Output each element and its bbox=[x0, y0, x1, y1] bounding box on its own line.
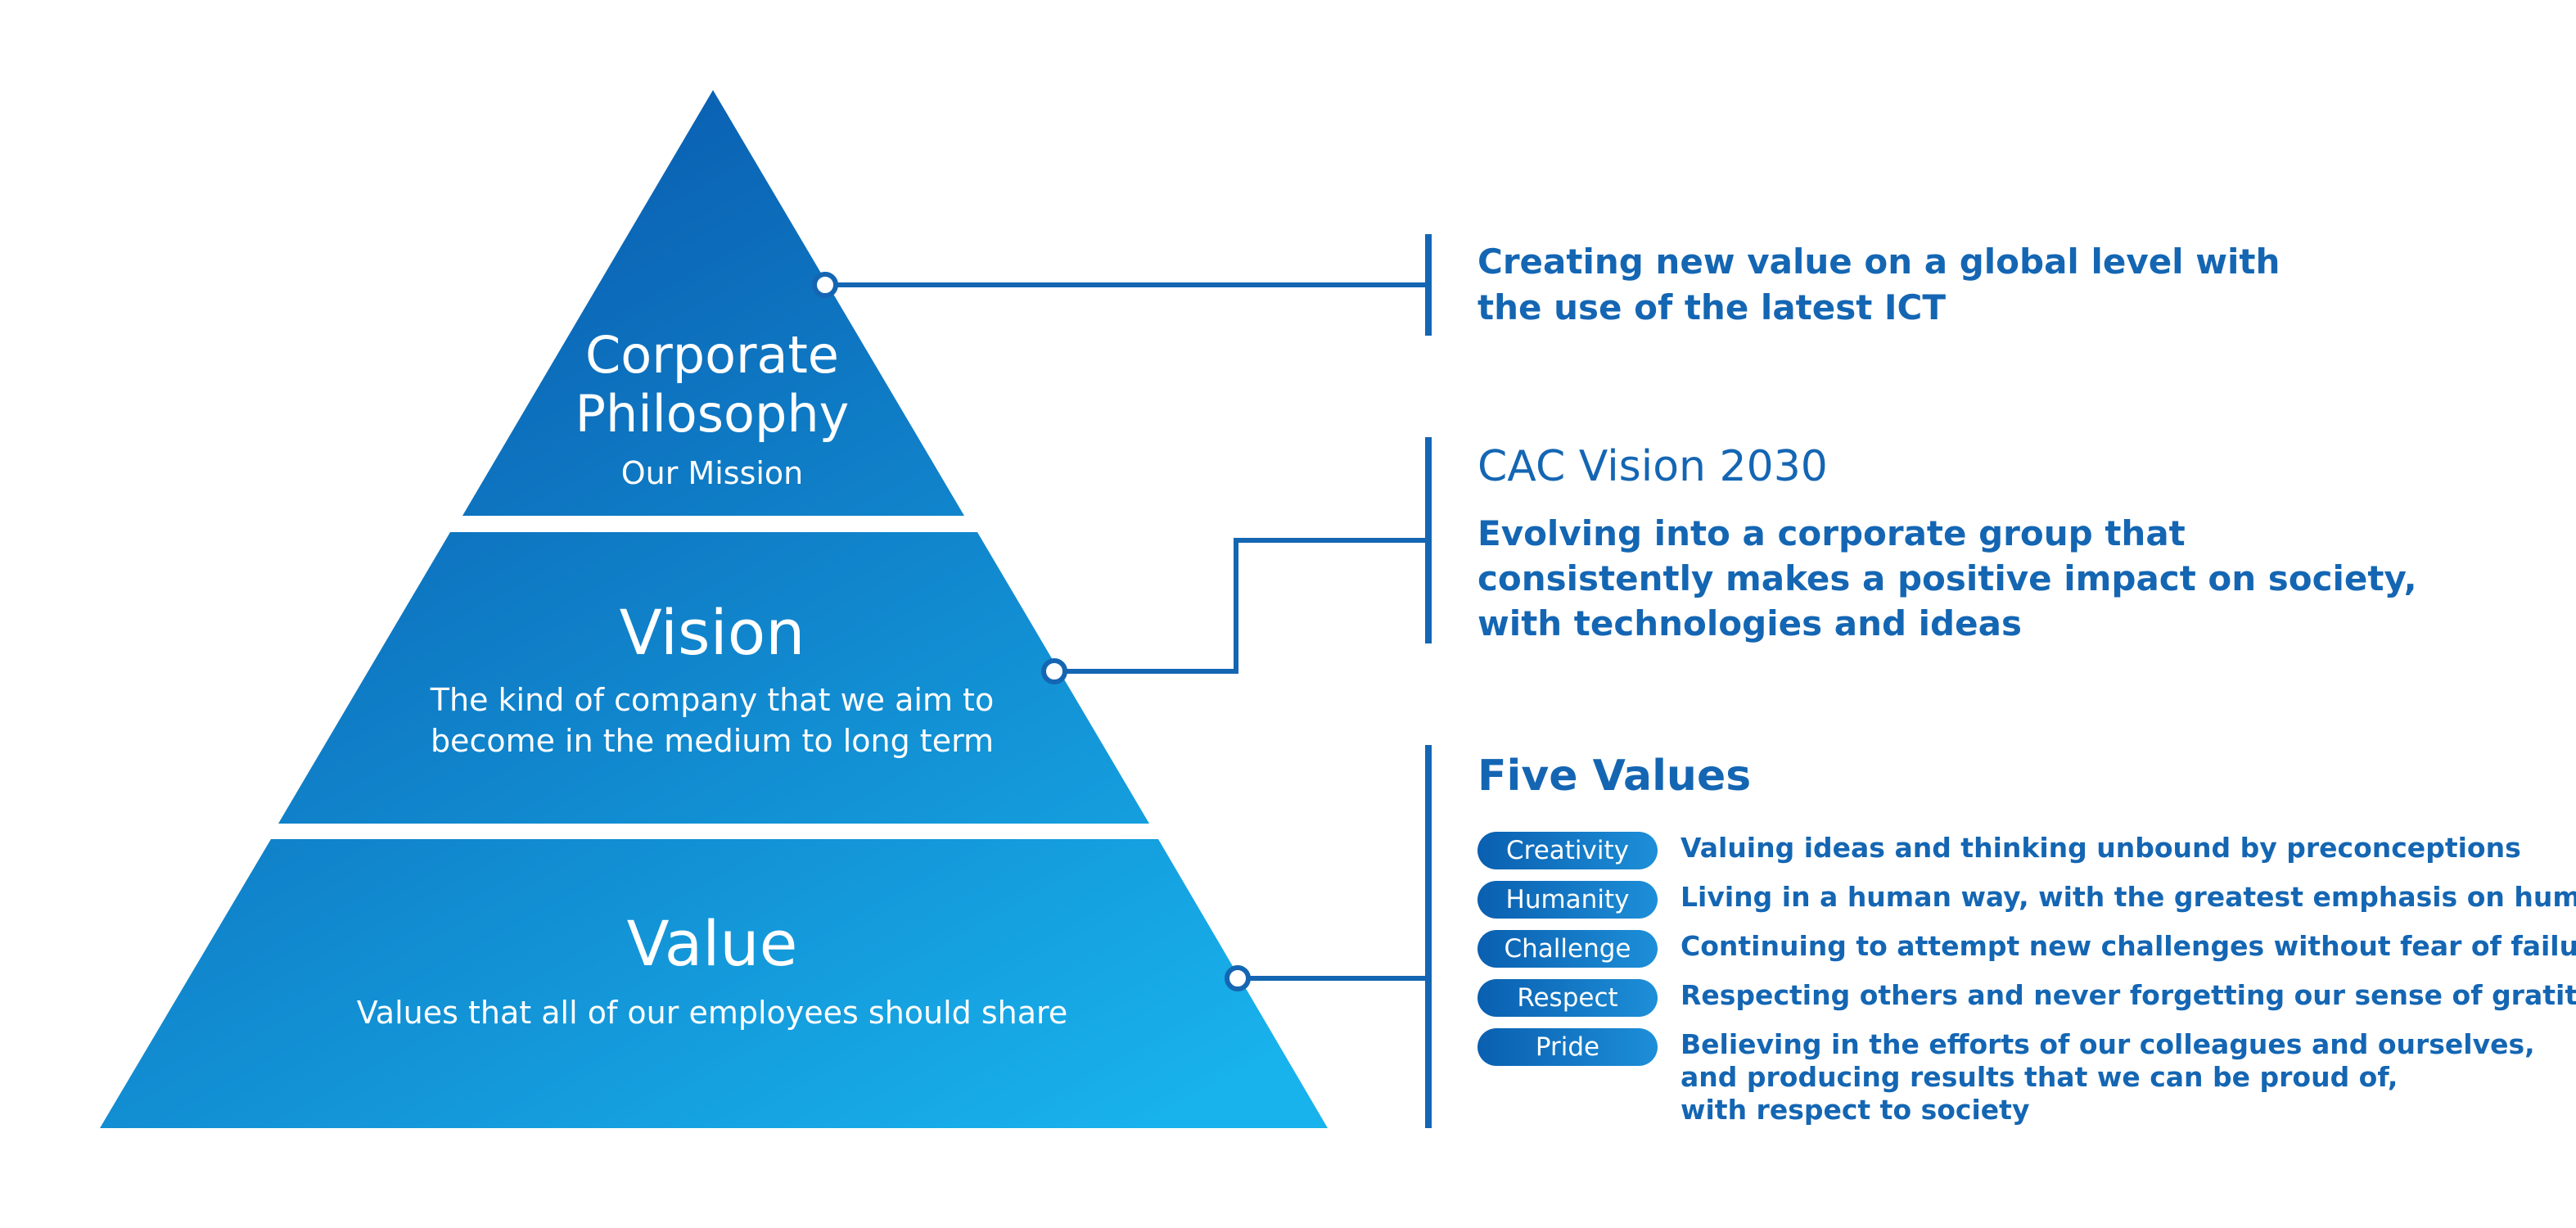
value-badge-challenge: Challenge bbox=[1477, 930, 1658, 968]
connector-lines bbox=[827, 282, 1428, 981]
value-row-humanity: Humanity Living in a human way, with the… bbox=[1477, 881, 2576, 919]
value-desc-pride: Believing in the efforts of our colleagu… bbox=[1680, 1028, 2535, 1126]
vision-text: Evolving into a corporate group that con… bbox=[1477, 513, 2417, 643]
value-row-challenge: Challenge Continuing to attempt new chal… bbox=[1477, 930, 2576, 968]
dot-value bbox=[1225, 965, 1251, 991]
vision-title: Vision bbox=[619, 596, 805, 669]
value-desc-challenge: Continuing to attempt new challenges wit… bbox=[1680, 930, 2576, 962]
value-badge-creativity: Creativity bbox=[1477, 832, 1658, 869]
value-row-pride: Pride Believing in the efforts of our co… bbox=[1477, 1028, 2535, 1126]
value-row-creativity: Creativity Valuing ideas and thinking un… bbox=[1477, 832, 2521, 869]
philosophy-subtitle: Our Mission bbox=[620, 455, 804, 491]
values-heading: Five Values bbox=[1477, 752, 1752, 801]
pyramid-tier-vision bbox=[278, 532, 1149, 824]
vision-heading: CAC Vision 2030 bbox=[1477, 442, 1828, 491]
value-title: Value bbox=[626, 907, 798, 980]
value-badge-pride: Pride bbox=[1477, 1028, 1658, 1066]
value-row-respect: Respect Respecting others and never forg… bbox=[1477, 979, 2576, 1017]
pyramid-tier-value bbox=[100, 839, 1328, 1128]
value-desc-respect: Respecting others and never forgetting o… bbox=[1680, 979, 2576, 1011]
value-desc-humanity: Living in a human way, with the greatest… bbox=[1680, 881, 2576, 913]
philosophy-title: Corporate Philosophy bbox=[575, 325, 850, 444]
mission-text: Creating new value on a global level wit… bbox=[1477, 242, 2281, 327]
value-badge-respect: Respect bbox=[1477, 979, 1658, 1017]
connector-vision bbox=[1058, 538, 1428, 674]
value-badge-humanity: Humanity bbox=[1477, 881, 1658, 919]
value-subtitle: Values that all of our employees should … bbox=[356, 995, 1068, 1031]
dot-mission bbox=[812, 272, 838, 298]
dot-vision bbox=[1041, 658, 1067, 684]
pyramid-tier-philosophy bbox=[462, 90, 964, 516]
vision-subtitle: The kind of company that we aim to becom… bbox=[430, 682, 995, 759]
value-desc-creativity: Valuing ideas and thinking unbound by pr… bbox=[1680, 832, 2521, 864]
